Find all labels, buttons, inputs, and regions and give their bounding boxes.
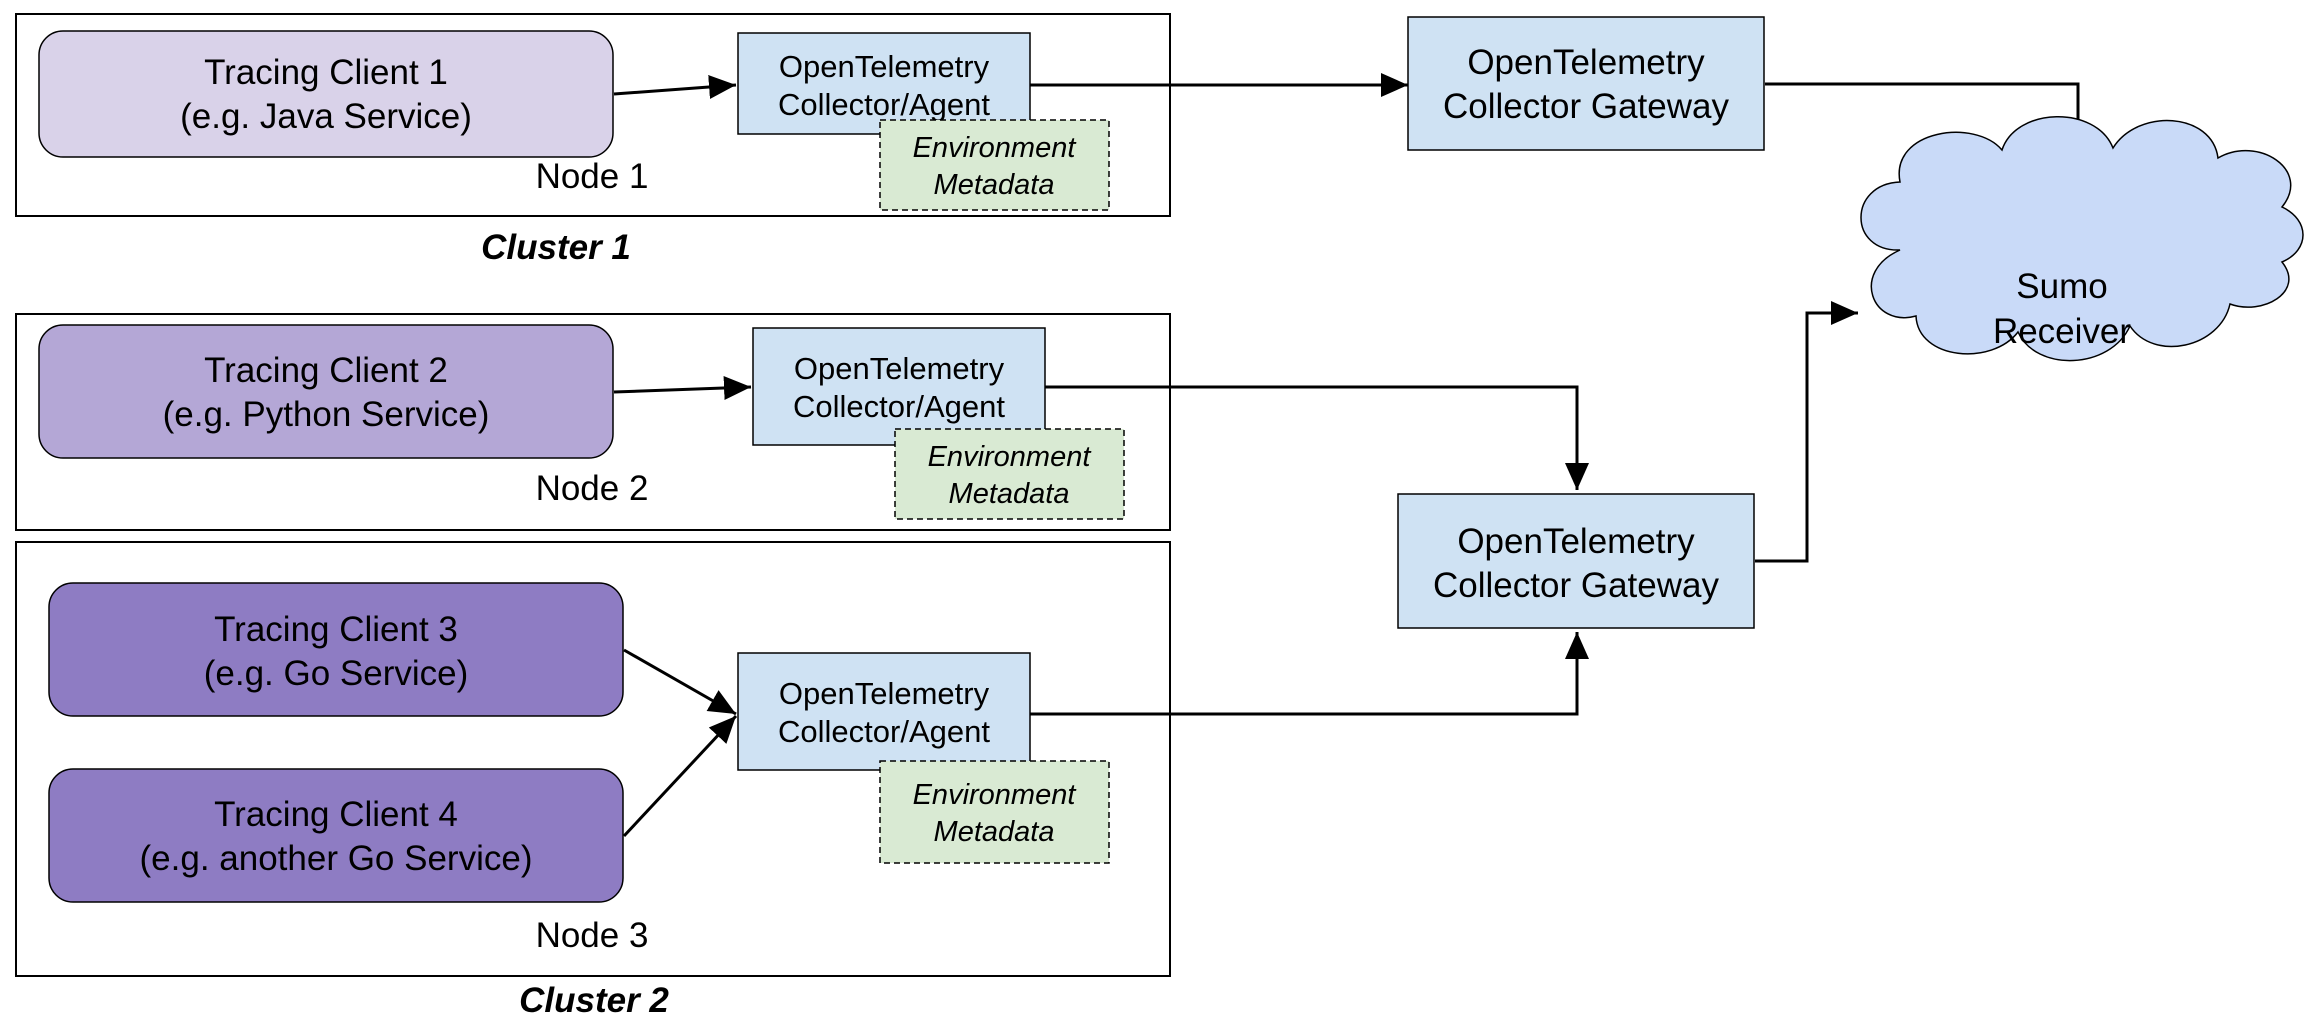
- tracing-client-1-subtitle: (e.g. Java Service): [180, 97, 472, 136]
- edge-agent2-to-gateway2: [1045, 385, 1589, 490]
- env-metadata-3-line2: Metadata: [934, 816, 1055, 848]
- otel-agent-3-title: OpenTelemetry: [779, 676, 990, 711]
- otel-gateway-1-subtitle: Collector Gateway: [1443, 87, 1729, 126]
- tracing-client-3[interactable]: Tracing Client 3 (e.g. Go Service): [48, 582, 624, 717]
- otel-agent-1-subtitle: Collector/Agent: [778, 87, 990, 122]
- node-1-container: [15, 13, 1171, 217]
- node-2-container: [15, 313, 1171, 531]
- otel-agent-2[interactable]: OpenTelemetry Collector/Agent: [752, 327, 1046, 446]
- edge-agent3-to-gateway2: [1030, 632, 1589, 716]
- cluster-2-label: Cluster 2: [519, 981, 669, 1020]
- tracing-client-4-subtitle: (e.g. another Go Service): [140, 839, 533, 878]
- otel-agent-3-subtitle: Collector/Agent: [778, 714, 990, 749]
- otel-gateway-1-title: OpenTelemetry: [1467, 43, 1705, 82]
- edge-client2-to-agent2: [613, 375, 752, 400]
- edge-gateway2-to-receiver: [1755, 301, 1858, 563]
- env-metadata-1: Environment Metadata: [879, 119, 1110, 211]
- node-2-label: Node 2: [536, 469, 649, 508]
- otel-gateway-2-title: OpenTelemetry: [1457, 522, 1695, 561]
- env-metadata-2: Environment Metadata: [894, 428, 1125, 520]
- tracing-client-1[interactable]: Tracing Client 1 (e.g. Java Service): [38, 30, 614, 158]
- env-metadata-2-line2: Metadata: [949, 478, 1070, 510]
- edge-client1-to-agent1: [613, 75, 737, 99]
- otel-gateway-1[interactable]: OpenTelemetry Collector Gateway: [1407, 16, 1765, 151]
- node-3-label: Node 3: [536, 916, 649, 955]
- node-1-label: Node 1: [536, 157, 649, 196]
- sumo-receiver[interactable]: Sumo Receiver: [1860, 116, 2304, 362]
- tracing-client-2-subtitle: (e.g. Python Service): [163, 395, 490, 434]
- otel-agent-3[interactable]: OpenTelemetry Collector/Agent: [737, 652, 1031, 771]
- env-metadata-3-line1: Environment: [913, 779, 1078, 811]
- otel-gateway-2[interactable]: OpenTelemetry Collector Gateway: [1397, 493, 1755, 629]
- sumo-receiver-title: Sumo: [2016, 267, 2107, 306]
- node-3-container: [15, 541, 1171, 977]
- tracing-client-3-subtitle: (e.g. Go Service): [204, 654, 469, 693]
- env-metadata-2-line1: Environment: [928, 441, 1093, 473]
- otel-agent-2-title: OpenTelemetry: [794, 351, 1005, 386]
- env-metadata-1-line1: Environment: [913, 132, 1078, 164]
- edge-client3-to-agent3: [623, 648, 737, 716]
- tracing-client-3-title: Tracing Client 3: [214, 610, 458, 649]
- otel-agent-1-title: OpenTelemetry: [779, 49, 990, 84]
- otel-agent-2-subtitle: Collector/Agent: [793, 389, 1005, 424]
- env-metadata-1-line2: Metadata: [934, 169, 1055, 201]
- otel-agent-1[interactable]: OpenTelemetry Collector/Agent: [737, 32, 1031, 135]
- sumo-receiver-subtitle: Receiver: [1993, 312, 2131, 351]
- tracing-client-4-title: Tracing Client 4: [214, 795, 458, 834]
- edge-client4-to-agent3: [622, 714, 738, 838]
- otel-gateway-2-subtitle: Collector Gateway: [1433, 566, 1719, 605]
- cloud-shape: [1860, 116, 2304, 362]
- tracing-client-2-title: Tracing Client 2: [204, 351, 448, 390]
- cluster-1-label: Cluster 1: [481, 228, 631, 267]
- tracing-client-1-title: Tracing Client 1: [204, 53, 448, 92]
- env-metadata-3: Environment Metadata: [879, 760, 1110, 864]
- tracing-client-4[interactable]: Tracing Client 4 (e.g. another Go Servic…: [48, 768, 624, 903]
- tracing-client-2[interactable]: Tracing Client 2 (e.g. Python Service): [38, 324, 614, 459]
